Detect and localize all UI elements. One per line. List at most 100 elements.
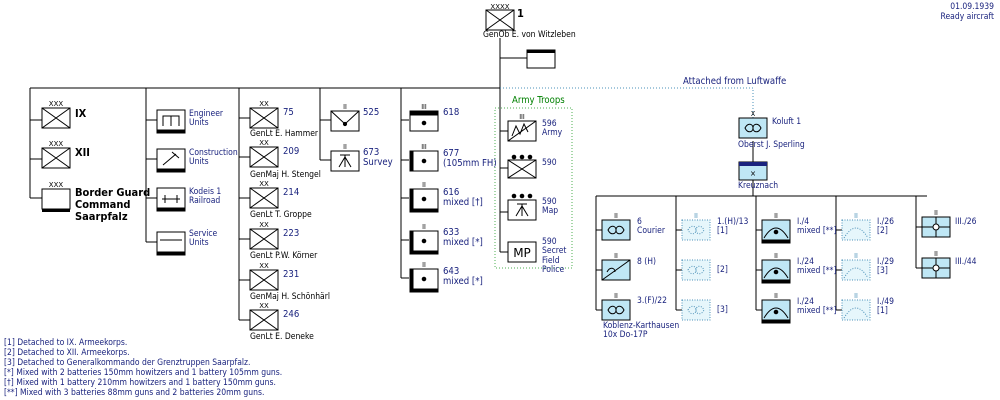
flak-attached-label: I./29 [3] <box>877 257 894 277</box>
footnote: [*] Mixed with 2 batteries 150mm howitze… <box>4 368 283 378</box>
connector-lines <box>29 38 927 321</box>
svg-text:MP: MP <box>513 246 531 260</box>
svg-text:XXX: XXX <box>49 140 64 148</box>
footnote: [2] Detached to XII. Armeekorps. <box>4 348 130 358</box>
svg-text:II: II <box>854 292 858 300</box>
army-troops-label-590-map: 590 Map <box>542 197 559 217</box>
flak-attached-label: I./49 [1] <box>877 297 894 317</box>
footnote: [1] Detached to IX. Armeekorps. <box>4 338 128 348</box>
division-number: 209 <box>283 146 300 157</box>
artillery-label-677: 677 (105mm FH) <box>443 148 497 170</box>
hq-number: 1 <box>517 7 524 20</box>
hq-staff-box <box>526 49 556 69</box>
svg-text:XXX: XXX <box>49 100 64 108</box>
flak-label: I./24 mixed [**] <box>797 297 837 317</box>
observation-label-673: 673 Survey <box>363 147 393 169</box>
artillery-symbols: III III II II II <box>409 103 439 293</box>
svg-text:XX: XX <box>259 262 269 270</box>
flak-label: I./24 mixed [**] <box>797 257 837 277</box>
army-troops-label-590: 590 <box>542 158 557 168</box>
army-troops-title: Army Troops <box>512 95 565 106</box>
header-date: 01.09.1939 <box>950 2 994 12</box>
svg-text:II: II <box>343 103 347 111</box>
recon-label-8h: 8 (H) <box>637 257 657 267</box>
recon-attached-label: 1.(H)/13 [1] <box>717 217 749 237</box>
signals-label: III./44 <box>955 257 977 267</box>
recon-note-3f22: Koblenz-Karthausen 10x Do-17P <box>603 321 680 341</box>
svg-text:II: II <box>422 261 426 269</box>
observation-label-525: 525 <box>363 107 380 118</box>
division-commander: GenMaj H. Stengel <box>250 170 321 180</box>
support-label-engineer: Engineer Units <box>189 109 224 129</box>
svg-text:III: III <box>421 103 427 111</box>
kofluft-base: Kreuznach <box>738 181 779 191</box>
division-number: 246 <box>283 309 300 320</box>
recon-attached-label: [2] <box>717 265 728 275</box>
svg-text:XX: XX <box>259 139 269 147</box>
division-commander: GenMaj H. Schönhärl <box>250 292 331 302</box>
recon-label-6: 6 Courier <box>637 217 665 237</box>
kofluft-label: Koluft 1 <box>772 117 802 127</box>
footnote: [3] Detached to Generalkommando der Gren… <box>4 358 251 368</box>
luftwaffe-label: Attached from Luftwaffe <box>683 76 787 87</box>
svg-text:II: II <box>614 212 618 220</box>
flak-attached-symbols: II II II <box>841 212 871 321</box>
artillery-label-618: 618 <box>443 107 460 118</box>
svg-text:II: II <box>694 212 698 220</box>
division-number: 223 <box>283 228 300 239</box>
svg-text:II: II <box>854 212 858 220</box>
svg-text:II: II <box>934 250 938 258</box>
division-commander: GenLt P.W. Körner <box>250 251 318 261</box>
svg-text:II: II <box>774 212 778 220</box>
header-status: Ready aircraft <box>940 12 994 22</box>
svg-text:XX: XX <box>259 100 269 108</box>
svg-text:XX: XX <box>259 302 269 310</box>
corps-label-xii: XII <box>75 146 90 159</box>
kofluft-commander: Oberst J. Sperling <box>738 140 805 150</box>
footnote: [**] Mixed with 3 batteries 88mm guns an… <box>4 388 265 398</box>
flak-symbols: II II II <box>761 212 791 324</box>
division-number: 75 <box>283 107 294 118</box>
svg-text:XX: XX <box>259 180 269 188</box>
division-number: 231 <box>283 269 300 280</box>
svg-text:II: II <box>614 292 618 300</box>
svg-text:II: II <box>934 209 938 217</box>
division-commander: GenLt T. Groppe <box>250 210 312 220</box>
svg-text:II: II <box>422 181 426 189</box>
signals-symbols: II II <box>921 209 951 279</box>
svg-text:XX: XX <box>259 221 269 229</box>
support-label-construction: Construction Units <box>189 148 238 168</box>
svg-text:II: II <box>343 143 347 151</box>
svg-text:II: II <box>614 252 618 260</box>
svg-text:II: II <box>774 292 778 300</box>
army-troops-symbols: III MP <box>507 113 537 263</box>
svg-text:II: II <box>774 252 778 260</box>
artillery-label-616: 616 mixed [†] <box>443 187 483 209</box>
artillery-label-643: 643 mixed [*] <box>443 266 483 288</box>
hq-symbol: XXXX <box>485 3 515 31</box>
division-commander: GenLt E. Hammer <box>250 129 319 139</box>
army-troops-label-secret-field-police: 590 Secret Field Police <box>542 237 567 276</box>
svg-text:XXX: XXX <box>49 181 64 189</box>
svg-text:III: III <box>421 143 427 151</box>
kofluft-symbol: X × <box>738 110 768 181</box>
svg-text:X: X <box>751 110 756 118</box>
svg-text:×: × <box>750 169 756 178</box>
svg-text:II: II <box>854 252 858 260</box>
corps-label-border-guard: Border Guard Command Saarpfalz <box>75 186 151 224</box>
division-symbols: XX XX XX XX XX XX <box>249 100 279 331</box>
support-symbols <box>156 109 186 256</box>
support-label-service: Service Units <box>189 229 218 249</box>
recon-attached-label: [3] <box>717 305 728 315</box>
artillery-label-633: 633 mixed [*] <box>443 227 483 249</box>
svg-text:III: III <box>519 113 525 121</box>
corps-label-ix: IX <box>75 107 87 120</box>
army-troops-label-596: 596 Army <box>542 119 563 139</box>
division-commander: GenLt E. Deneke <box>250 332 314 342</box>
svg-text:II: II <box>422 223 426 231</box>
flak-attached-label: I./26 [2] <box>877 217 894 237</box>
recon-symbols: II II II <box>601 212 631 321</box>
support-label-kodeis: Kodeis 1 Railroad <box>189 187 222 207</box>
luftwaffe-link-line <box>500 87 754 118</box>
observation-symbols: II II <box>330 103 360 172</box>
